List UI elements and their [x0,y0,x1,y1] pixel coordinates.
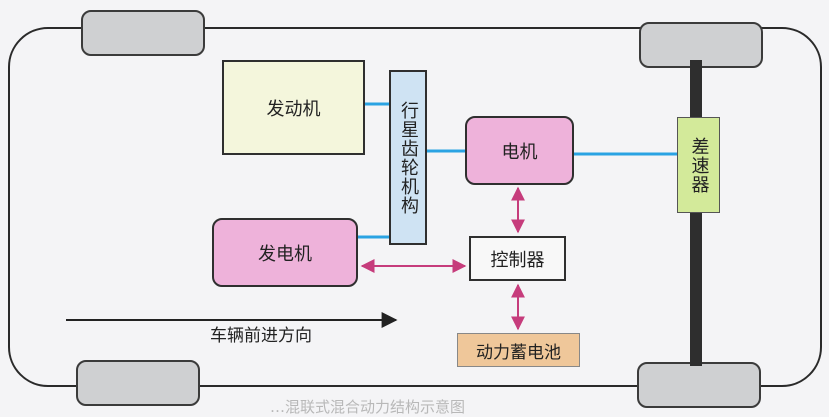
engine-box: 发动机 [222,60,365,155]
motor-label: 电机 [501,141,538,163]
front-left-wheel [81,10,205,56]
battery-label: 动力蓄电池 [476,342,561,363]
generator-label: 发电机 [258,243,312,265]
engine-label: 发动机 [266,98,321,120]
rear-left-wheel [639,22,763,68]
motor-box: 电机 [465,116,574,185]
differential-box: 差速器 [677,117,720,213]
planetary-gear-label: 行星齿轮机构 [398,100,419,215]
figure-caption: …混联式混合动力结构示意图 [270,398,466,416]
front-right-wheel [76,360,200,406]
battery-box: 动力蓄电池 [457,333,580,367]
differential-label: 差速器 [688,136,710,194]
controller-label: 控制器 [490,249,545,271]
vehicle-chassis-outline [8,27,822,387]
planetary-gear-box: 行星齿轮机构 [389,70,427,245]
controller-box: 控制器 [469,236,566,281]
direction-label: 车辆前进方向 [210,326,312,346]
generator-box: 发电机 [212,218,358,287]
